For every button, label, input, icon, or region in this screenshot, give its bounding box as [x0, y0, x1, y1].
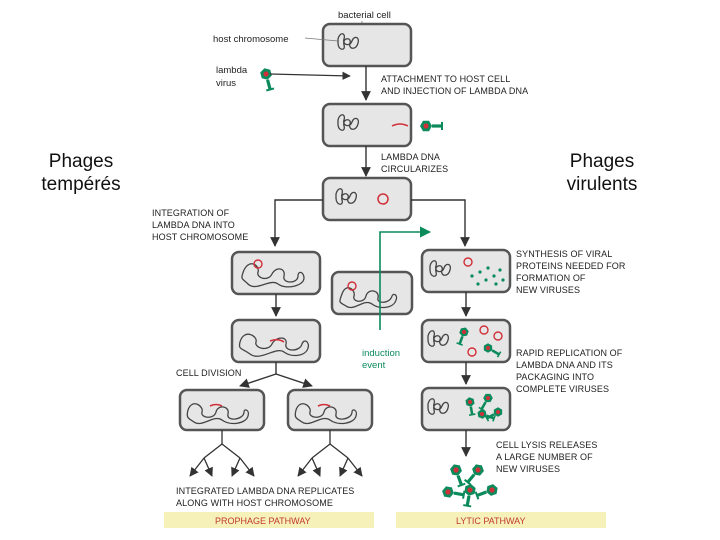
- lysis-label-2: A LARGE NUMBER OF: [496, 452, 593, 462]
- bacterial-cell-label: bacterial cell: [338, 10, 391, 21]
- synthesis-label-1: SYNTHESIS OF VIRAL: [516, 249, 612, 259]
- lambda-label-1: lambda: [216, 65, 248, 76]
- virulent-phages-label: Phages virulents: [566, 151, 638, 195]
- lambda-label-2: virus: [216, 78, 236, 89]
- lytic-pathway-band: [396, 512, 606, 528]
- attachment-label-2: AND INJECTION OF LAMBDA DNA: [381, 86, 528, 96]
- cell-division-label: CELL DIVISION: [176, 368, 242, 378]
- synthesis-label-3: FORMATION OF: [516, 273, 586, 283]
- circularizes-label-2: CIRCULARIZES: [381, 164, 448, 174]
- rapid-label-3: PACKAGING INTO: [516, 372, 594, 382]
- temperate-phages-label: Phages tempérés: [41, 151, 121, 195]
- cell-circularized: [321, 176, 413, 222]
- rapid-label-4: COMPLETE VIRUSES: [516, 384, 609, 394]
- daughter-cell-left: [178, 388, 266, 432]
- synthesis-label-4: NEW VIRUSES: [516, 285, 580, 295]
- synthesis-label-2: PROTEINS NEEDED FOR: [516, 261, 626, 271]
- bacterial-cell-icon: [321, 22, 413, 68]
- integration-label-2: LAMBDA DNA INTO: [152, 220, 235, 230]
- rapid-label-2: LAMBDA DNA AND ITS: [516, 360, 613, 370]
- integration-label-1: INTEGRATION OF: [152, 208, 230, 218]
- daughter-cell-right: [286, 388, 374, 432]
- lambda-virus-icon: [259, 66, 276, 92]
- cell-induction: [330, 270, 414, 316]
- induction-label-1: induction: [362, 348, 400, 359]
- induction-label-2: event: [362, 360, 386, 371]
- rapid-label-1: RAPID REPLICATION OF: [516, 348, 623, 358]
- prophage-pathway-band: [164, 512, 374, 528]
- host-chromosome-label: host chromosome: [213, 34, 289, 45]
- lysis-label-3: NEW VIRUSES: [496, 464, 560, 474]
- integration-label-3: HOST CHROMOSOME: [152, 232, 248, 242]
- cell-integration: [230, 250, 322, 296]
- integrated-label-1: INTEGRATED LAMBDA DNA REPLICATES: [176, 486, 354, 496]
- cell-attachment: [321, 102, 413, 148]
- prophage-pathway-label: PROPHAGE PATHWAY: [215, 516, 311, 526]
- lysis-label-1: CELL LYSIS RELEASES: [496, 440, 597, 450]
- lytic-pathway-label: LYTIC PATHWAY: [456, 516, 526, 526]
- circularizes-label-1: LAMBDA DNA: [381, 152, 440, 162]
- attachment-label-1: ATTACHMENT TO HOST CELL: [381, 74, 510, 84]
- integrated-label-2: ALONG WITH HOST CHROMOSOME: [176, 498, 333, 508]
